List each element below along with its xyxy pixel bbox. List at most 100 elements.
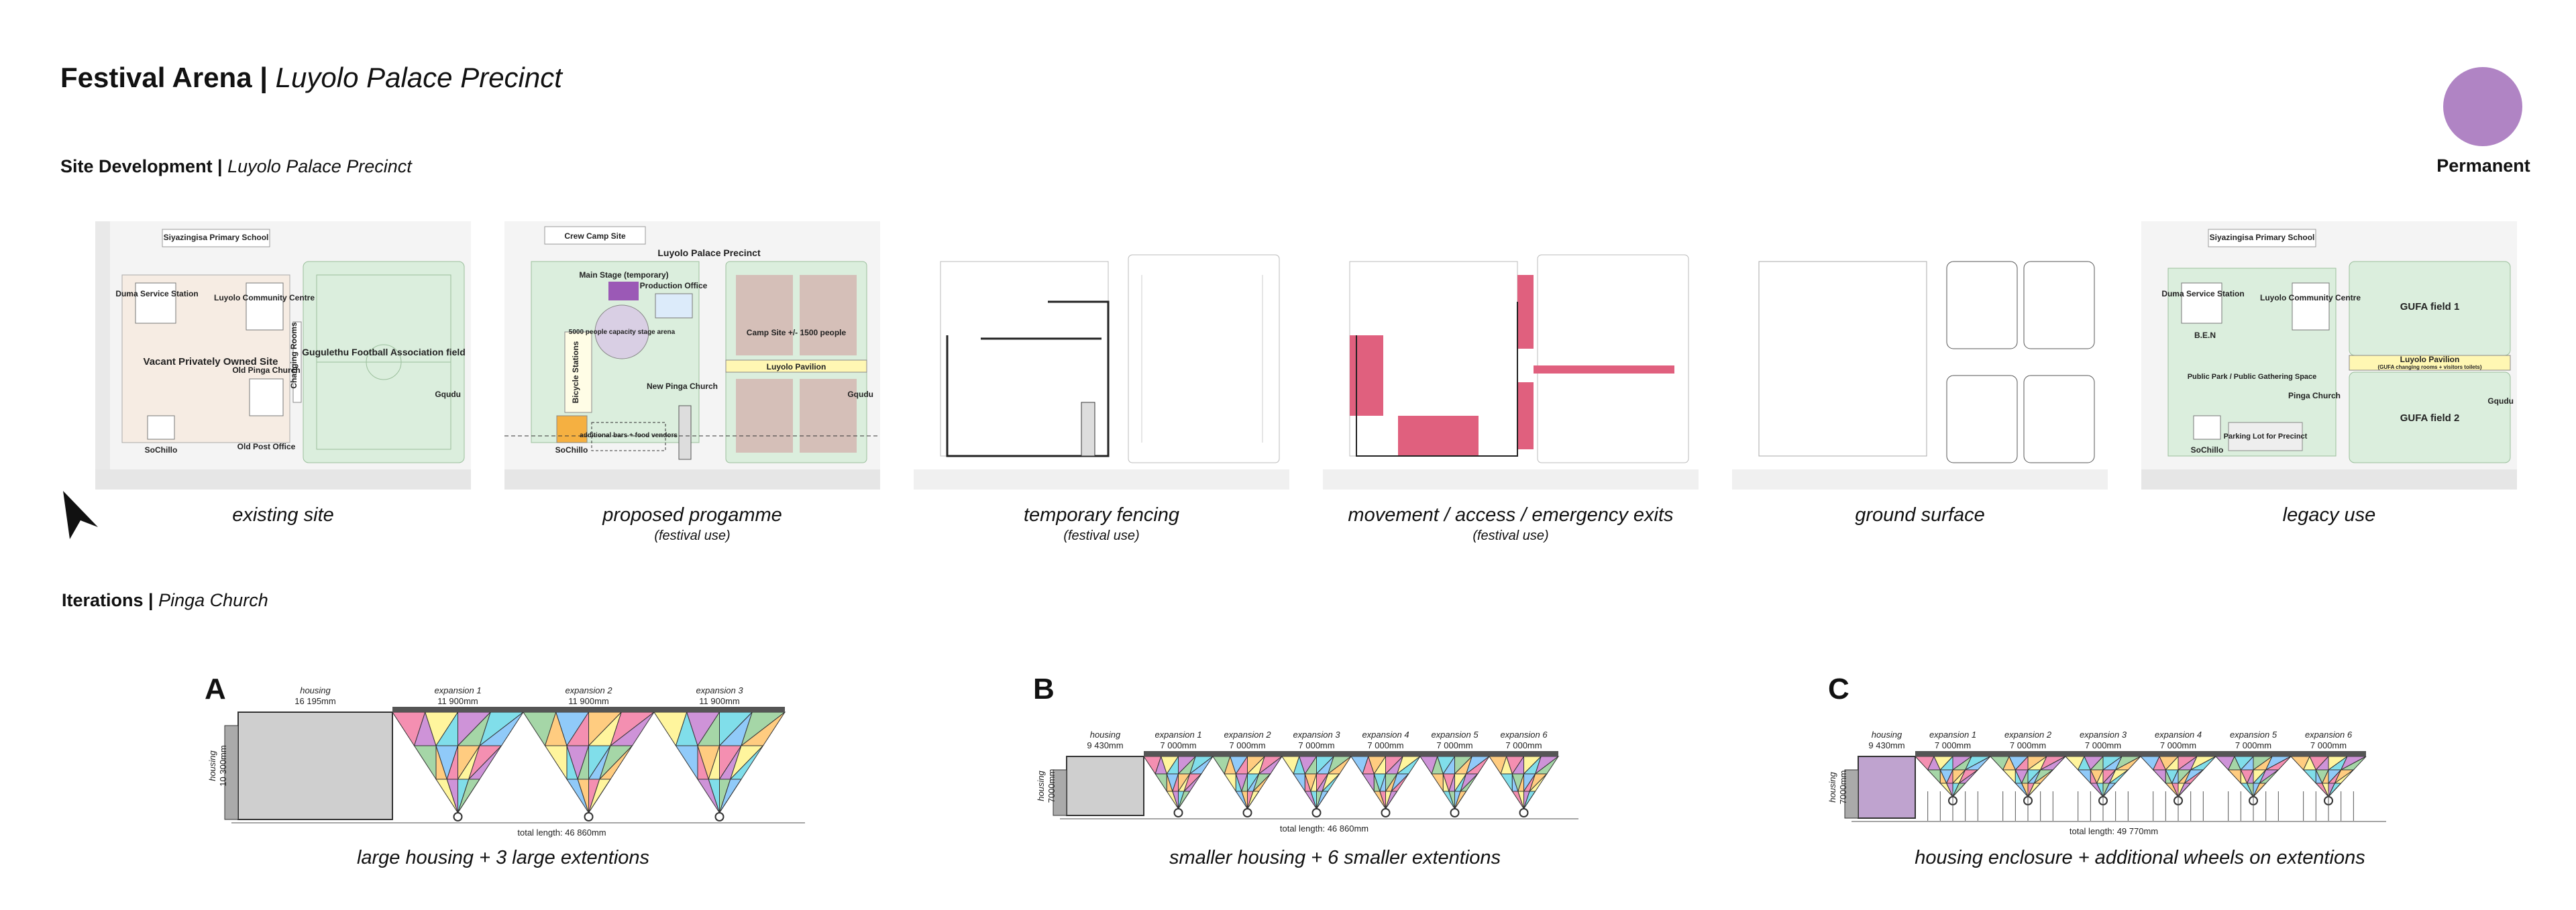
truss-panel: [2152, 769, 2166, 785]
extension-label: expansion 5: [1431, 730, 1479, 740]
label-main-stage: Main Stage (temporary): [579, 270, 668, 280]
extension-label: expansion 4: [2155, 730, 2202, 740]
map-panel-legacy-use: Siyazingisa Primary School Duma Service …: [2141, 221, 2517, 490]
top-chord: [654, 707, 785, 712]
label-parking: Parking Lot for Precinct: [2224, 433, 2308, 441]
extension-label: expansion 1: [1929, 730, 1976, 740]
label-bicycle: Bicycle Stations: [571, 341, 580, 403]
top-chord: [523, 707, 654, 712]
extension-value: 7 000mm: [1505, 740, 1542, 750]
permanent-legend-swatch: [2443, 67, 2522, 146]
extension-value: 7 000mm: [2310, 740, 2347, 750]
map-panel-proposed-programme: Crew Camp Site Luyolo Palace Precinct Ma…: [504, 221, 880, 490]
top-chord: [2141, 751, 2216, 756]
housing-box: [1858, 756, 1916, 819]
label-sochillo: SoChillo: [145, 445, 178, 455]
extension-label: expansion 3: [696, 685, 743, 695]
caption-temporary-fencing: temporary fencing: [1023, 504, 1180, 526]
top-chord: [1351, 751, 1420, 756]
label-pavilion: Luyolo Pavilion: [767, 362, 826, 372]
top-chord: [1990, 751, 2065, 756]
page-title: Festival Arena | Luyolo Palace Precinct: [60, 62, 562, 94]
extension-value: 7 000mm: [1935, 740, 1971, 750]
total-length: total length: 46 860mm: [517, 828, 606, 838]
permanent-legend-label: Permanent: [2436, 156, 2530, 176]
label-gqudu: Gqudu: [847, 390, 873, 399]
extension-value: 7 000mm: [1436, 740, 1472, 750]
housing-label: housing: [1090, 730, 1121, 740]
label-arena: 5000 people capacity stage arena: [569, 329, 676, 336]
truss-panel: [2077, 769, 2091, 785]
top-chord: [1489, 751, 1558, 756]
label-sochillo: SoChillo: [555, 445, 588, 455]
label-precinct: Luyolo Palace Precinct: [657, 247, 761, 258]
iteration-letter-b: B: [1033, 673, 1055, 705]
truss-panel: [2002, 769, 2016, 785]
extension-value: 7 000mm: [2010, 740, 2046, 750]
total-length: total length: 46 860mm: [1280, 823, 1368, 834]
subcaption-proposed-programme: (festival use): [654, 528, 731, 543]
label-bars: additional bars + food vendors: [580, 432, 678, 439]
wheel-icon: [1519, 808, 1529, 817]
iteration-letter-c: C: [1828, 673, 1849, 705]
label-duma: Duma Service Station: [2161, 289, 2244, 298]
truss-panel: [1927, 769, 1941, 785]
iterations-italic: Pinga Church: [158, 590, 268, 610]
label-luyolo-centre: Luyolo Community Centre: [214, 293, 315, 302]
wheel-icon: [584, 812, 594, 821]
map-panel-temporary-fencing: [914, 221, 1289, 490]
extension-value: 7 000mm: [2235, 740, 2271, 750]
housing-box: [1066, 756, 1144, 816]
wheel-icon: [714, 812, 724, 821]
truss-panel: [1224, 773, 1236, 793]
map-panel-ground-surface: [1732, 221, 2108, 490]
truss-panel: [1500, 773, 1513, 793]
iterations-bold: Iterations |: [62, 590, 154, 610]
caption-movement: movement / access / emergency exits: [1348, 504, 1674, 526]
housing-height: 7000mm: [1046, 769, 1057, 803]
housing-height: 10 300mm: [218, 745, 228, 786]
label-school: Siyazingisa Primary School: [2210, 233, 2315, 242]
truss-panel: [1431, 773, 1444, 793]
housing-label: housing: [1872, 730, 1902, 740]
top-chord: [1144, 751, 1213, 756]
label-football: Gugulethu Football Association field: [302, 347, 466, 357]
label-old-post: Old Post Office: [237, 442, 296, 451]
label-pavilion-note: (GUFA changing rooms + visitors toilets): [2377, 364, 2481, 370]
extension-label: expansion 2: [1224, 730, 1271, 740]
truss-panel: [675, 745, 698, 781]
housing-side: [1053, 769, 1067, 816]
housing-height-label: housing: [207, 750, 217, 781]
label-sochillo: SoChillo: [2191, 445, 2224, 455]
top-chord: [2216, 751, 2291, 756]
site-dev-bold: Site Development |: [60, 156, 223, 176]
label-vacant: Vacant Privately Owned Site: [144, 356, 278, 367]
label-duma: Duma Service Station: [115, 289, 198, 298]
extension-value: 7 000mm: [1229, 740, 1265, 750]
label-camp-site: Camp Site +/- 1500 people: [747, 328, 847, 337]
housing-width: 9 430mm: [1087, 740, 1123, 750]
label-crew-camp: Crew Camp Site: [564, 231, 626, 241]
site-development-heading: Site Development | Luyolo Palace Precinc…: [60, 156, 412, 177]
title-bold: Festival Arena |: [60, 62, 268, 93]
truss-panel: [1293, 773, 1305, 793]
label-pavilion: Luyolo Pavilion: [2400, 355, 2460, 364]
extension-value: 7 000mm: [1298, 740, 1334, 750]
label-gqudu: Gqudu: [435, 390, 461, 399]
extension-value: 7 000mm: [2160, 740, 2196, 750]
extension-label: expansion 6: [1500, 730, 1548, 740]
housing-side: [224, 725, 239, 820]
label-old-pinga: Old Pinga Church: [232, 365, 300, 375]
wheel-icon: [1450, 808, 1460, 817]
label-luyolo-centre: Luyolo Community Centre: [2260, 293, 2361, 302]
site-dev-italic: Luyolo Palace Precinct: [227, 156, 412, 176]
housing-height-label: housing: [1827, 771, 1837, 802]
housing-box: [237, 712, 393, 820]
title-italic: Luyolo Palace Precinct: [275, 62, 562, 93]
truss-panel: [1362, 773, 1375, 793]
iterations-heading: Iterations | Pinga Church: [62, 590, 268, 611]
label-changing-rooms: Changing Rooms: [289, 322, 299, 389]
wheel-icon: [1242, 808, 1252, 817]
extension-label: expansion 1: [1155, 730, 1201, 740]
